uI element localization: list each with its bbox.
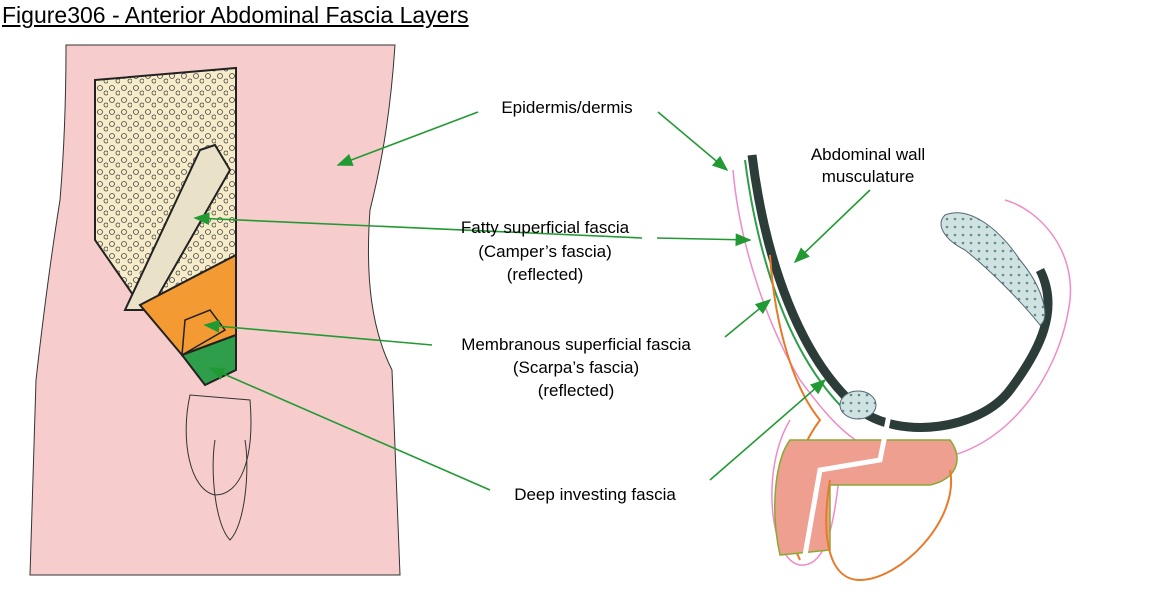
figure-title: Figure306 - Anterior Abdominal Fascia La… <box>2 2 469 28</box>
testis-loop <box>825 469 953 582</box>
label-membranous-fascia: Membranous superficial fascia <box>461 335 691 354</box>
arrow-epidermis-left <box>336 111 479 166</box>
label-musculature: musculature <box>821 167 915 186</box>
arrow-muscle <box>793 189 871 264</box>
torso-illustration <box>29 44 401 576</box>
arrow-deep-right <box>709 378 827 481</box>
pubic-symphysis <box>839 390 877 420</box>
skin-line-lower <box>771 419 841 566</box>
label-scarpas-fascia: (Scarpa’s fascia) <box>512 358 640 377</box>
label-epidermis: Epidermis/dermis <box>501 98 633 117</box>
sagittal-illustration <box>732 154 1072 582</box>
label-fatty-fascia: Fatty superficial fascia <box>460 218 630 237</box>
label-campers-fascia: (Camper’s fascia) <box>478 242 612 261</box>
arrow-fatty-right <box>656 233 752 247</box>
arrow-fatty-left <box>193 212 643 239</box>
green-fascia-line <box>744 159 851 416</box>
abdominal-wall-muscle <box>747 154 1053 432</box>
urethra <box>802 409 893 556</box>
label-deep-fascia: Deep investing fascia <box>514 485 676 504</box>
label-membranous-reflected: (reflected) <box>537 381 615 400</box>
arrow-epidermis-right <box>657 111 729 172</box>
arrow-deep-left <box>208 367 491 491</box>
penis <box>212 439 248 541</box>
label-fatty-reflected: (reflected) <box>506 265 584 284</box>
arrow-membranous-right <box>724 298 772 338</box>
pubic-bone <box>940 212 1046 326</box>
arrows <box>193 111 871 491</box>
arrow-membranous-left <box>203 319 433 346</box>
label-abdominal-wall: Abdominal wall <box>810 145 926 164</box>
